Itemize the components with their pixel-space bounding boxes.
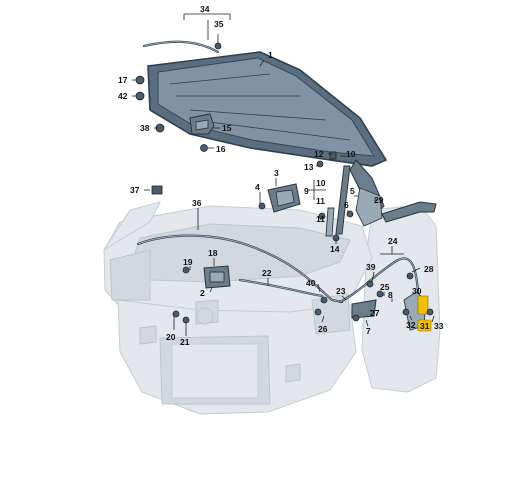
callout-7: 7 — [366, 326, 371, 336]
callout-3: 3 — [274, 168, 279, 178]
hood-seal-strip — [142, 40, 220, 54]
callout-31: 31 — [420, 321, 430, 331]
callout-5: 5 — [350, 186, 355, 196]
callout-14: 14 — [330, 244, 340, 254]
callout-31-highlight — [417, 319, 432, 332]
callout-20: 20 — [166, 332, 176, 342]
callout-27: 27 — [370, 308, 380, 318]
callout-34: 34 — [200, 4, 210, 14]
callout-26: 26 — [318, 324, 328, 334]
callout-9: 9 — [304, 186, 309, 196]
callout-1: 1 — [268, 50, 273, 60]
callout-40: 40 — [306, 278, 316, 288]
fasteners — [135, 42, 434, 324]
callout-6: 6 — [344, 200, 349, 210]
callout-36: 36 — [192, 198, 202, 208]
callout-35: 35 — [214, 19, 224, 29]
callout-38: 38 — [140, 123, 150, 133]
callout-12: 12 — [314, 149, 324, 159]
callout-23: 23 — [336, 286, 346, 296]
latch-mount-right — [351, 299, 377, 319]
callout-11: 11 — [316, 214, 325, 224]
callout-17: 17 — [118, 75, 128, 85]
hood-latch — [203, 265, 231, 289]
hood-hinge-left — [189, 113, 215, 135]
callout-8: 8 — [388, 290, 393, 300]
callout-28: 28 — [424, 264, 434, 274]
vehicle-front-body — [103, 201, 441, 415]
callout-21: 21 — [180, 337, 190, 347]
callout-19: 19 — [183, 257, 193, 267]
callout-13: 13 — [304, 162, 314, 172]
callout-39: 39 — [366, 262, 376, 272]
callout-4: 4 — [255, 182, 260, 192]
callout-15: 15 — [222, 123, 232, 133]
callout-2: 2 — [200, 288, 205, 298]
callout-37: 37 — [130, 185, 140, 195]
callout-32: 32 — [406, 320, 416, 330]
hood-panel — [147, 51, 388, 167]
callouts: 34 35 1 17 42 38 15 16 12 10 13 10 9 11 … — [118, 4, 444, 347]
callout-18: 18 — [208, 248, 218, 258]
release-cable — [136, 234, 420, 304]
callout-25: 25 — [380, 282, 390, 292]
hood-stay-rod — [381, 201, 437, 223]
callout-30: 30 — [412, 286, 422, 296]
callout-22: 22 — [262, 268, 272, 278]
hinge-arm-right — [349, 159, 385, 227]
callout-24: 24 — [388, 236, 398, 246]
gas-strut — [325, 165, 351, 237]
lock-bracket — [267, 183, 301, 213]
callout-16: 16 — [216, 144, 226, 154]
callout-11-top: 11 — [316, 196, 325, 206]
callout-42: 42 — [118, 91, 128, 101]
leader-lines — [132, 13, 435, 336]
callout-10-top: 10 — [346, 149, 356, 159]
callout-33: 33 — [434, 321, 444, 331]
callout-29: 29 — [374, 195, 384, 205]
callout-10: 10 — [316, 178, 326, 188]
